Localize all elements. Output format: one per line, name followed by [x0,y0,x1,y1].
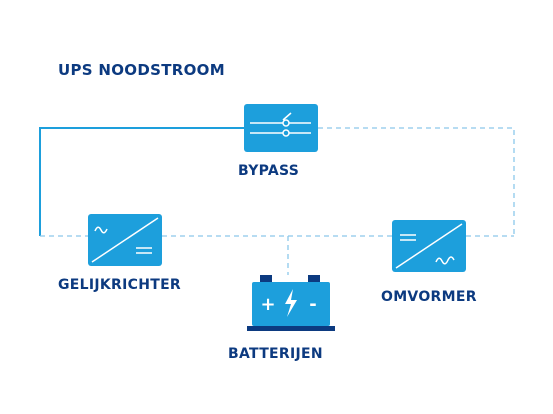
inverter-icon [392,220,466,272]
bypass-label: BYPASS [238,163,300,179]
bypass-switch-icon [244,104,318,152]
battery-plus-symbol: + [260,294,275,315]
diagram-title: UPS NOODSTROOM [58,61,225,79]
battery-label: BATTERIJEN [228,346,323,362]
battery-icon: + - [247,275,335,331]
connection-lines [39,127,515,275]
bypass-solid-line [39,127,244,236]
inverter-label: OMVORMER [381,289,477,305]
battery-minus-symbol: - [309,294,316,315]
rectifier-label: GELIJKRICHTER [58,277,182,293]
rectifier-icon [88,214,162,266]
bypass-dashed-line [318,127,515,236]
lightning-icon [285,289,297,317]
